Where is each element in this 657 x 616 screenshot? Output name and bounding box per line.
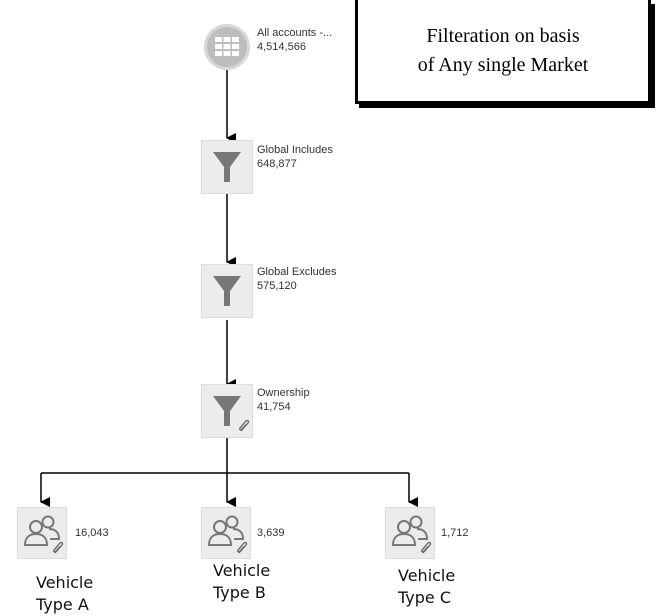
segment-c-count: 1,712 <box>441 527 469 539</box>
funnel-icon[interactable] <box>201 140 253 194</box>
global-includes-title: Global Includes <box>257 144 333 156</box>
ownership-count: 41,754 <box>257 401 291 413</box>
global-excludes-label: Global Excludes 575,120 <box>257 265 337 293</box>
segment-a-caption-line2: Type A <box>36 595 89 614</box>
funnel-icon[interactable] <box>201 384 253 438</box>
global-includes-label: Global Includes 648,877 <box>257 143 333 171</box>
users-icon[interactable] <box>385 507 435 559</box>
global-includes-count: 648,877 <box>257 158 297 170</box>
ownership-title: Ownership <box>257 387 310 399</box>
callout-text: Filteration on basis of Any single Marke… <box>358 22 648 80</box>
segment-b-caption-line1: Vehicle <box>213 561 271 580</box>
segment-b-caption-line2: Type B <box>213 583 266 602</box>
callout-box: Filteration on basis of Any single Marke… <box>355 0 651 104</box>
segment-a-caption: Vehicle Type A <box>36 572 93 616</box>
callout-line1: Filteration on basis <box>426 25 580 47</box>
segment-a-caption-line1: Vehicle <box>36 573 94 592</box>
users-icon[interactable] <box>201 507 251 559</box>
paperclip-icon <box>237 541 248 554</box>
paperclip-icon <box>53 541 64 554</box>
root-node-title: All accounts -... <box>257 27 333 39</box>
users-icon[interactable] <box>17 507 67 559</box>
segment-c-caption-line2: Type C <box>398 588 452 607</box>
callout-line2: of Any single Market <box>417 54 589 76</box>
funnel-icon[interactable] <box>201 264 253 318</box>
paperclip-icon <box>421 541 432 554</box>
root-node-count: 4,514,566 <box>257 41 306 53</box>
global-excludes-count: 575,120 <box>257 280 297 292</box>
ownership-label: Ownership 41,754 <box>257 386 310 414</box>
paperclip-icon <box>239 419 250 432</box>
global-excludes-title: Global Excludes <box>257 266 337 278</box>
segment-c-caption-line1: Vehicle <box>398 566 456 585</box>
root-node-label: All accounts -... 4,514,566 <box>257 26 332 54</box>
segment-b-caption: Vehicle Type B <box>213 560 270 604</box>
segment-c-caption: Vehicle Type C <box>398 565 455 609</box>
segment-b-count: 3,639 <box>257 527 285 539</box>
segment-a-count: 16,043 <box>75 527 109 539</box>
grid-icon[interactable] <box>204 24 250 70</box>
